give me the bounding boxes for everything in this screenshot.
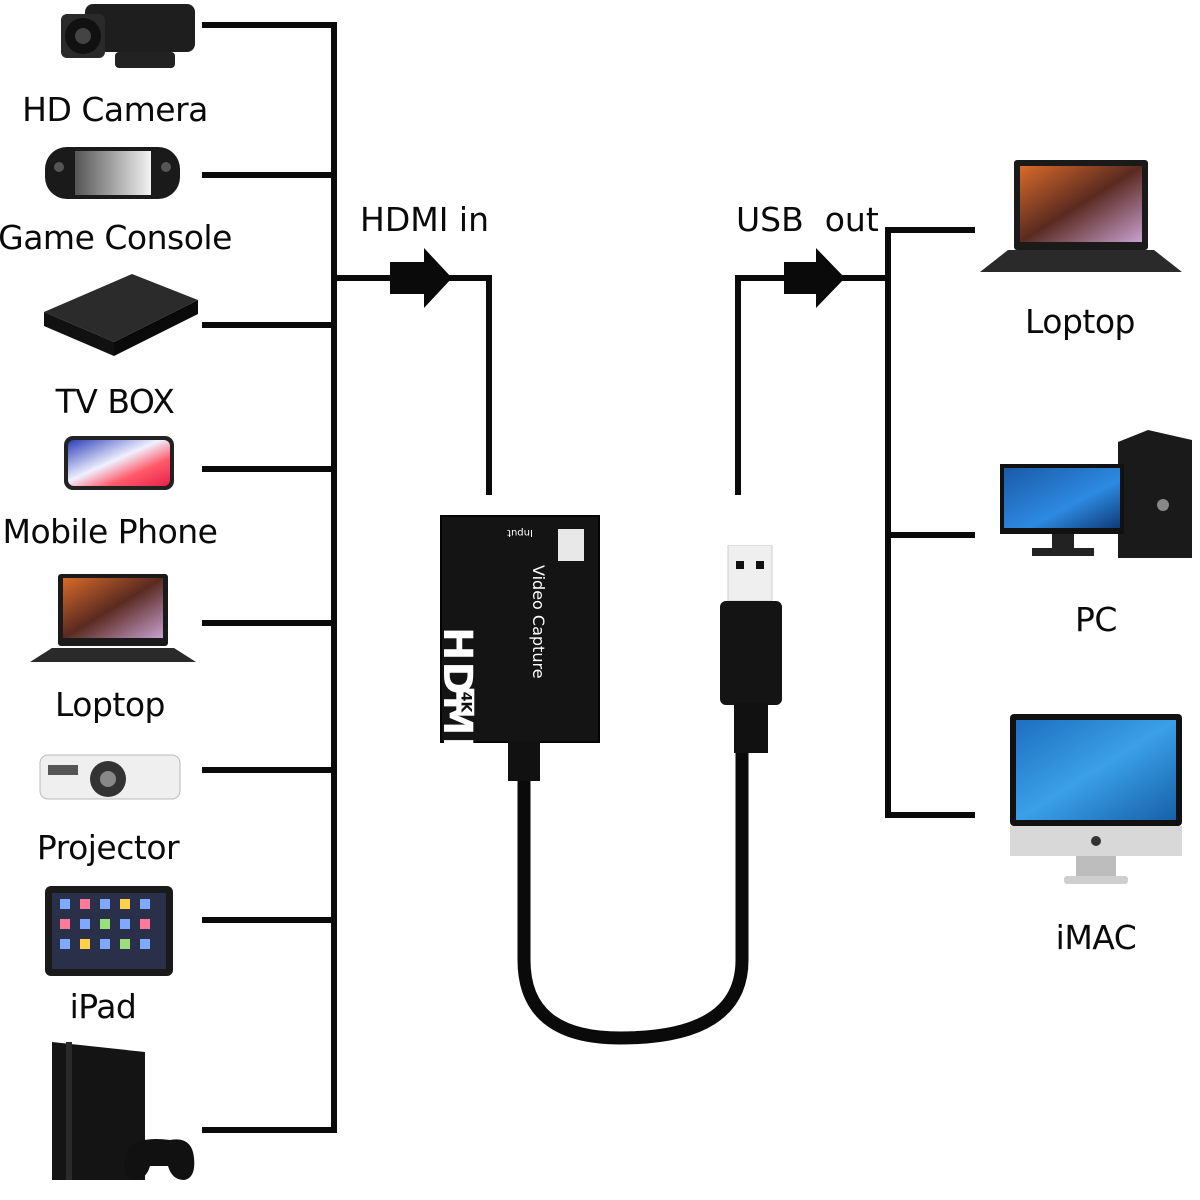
input-label: Loptop <box>54 685 166 724</box>
input-label: Mobile Phone <box>2 512 218 551</box>
laptop-icon <box>978 158 1183 282</box>
hd-camera-icon <box>55 0 195 76</box>
laptop-icon <box>28 572 198 671</box>
hdmi-in-arrow-icon <box>390 248 452 308</box>
projector-icon <box>38 745 183 813</box>
handheld-console-icon <box>45 145 180 205</box>
usb-out-arrow-icon <box>784 248 845 308</box>
input-label: iPad <box>69 987 137 1026</box>
mobile-phone-icon <box>63 435 175 495</box>
tablet-icon <box>44 885 174 981</box>
4k-badge: 4K <box>456 688 475 716</box>
game-console-controller-icon <box>50 1040 200 1189</box>
hdmi-video-capture-device: Input HDMI Video Capture 4K <box>434 515 600 752</box>
video-capture-text: Video Capture <box>529 565 548 679</box>
input-label: TV BOX <box>55 382 175 421</box>
usb-a-plug-icon <box>718 544 784 759</box>
hdmi-port-icon <box>558 529 584 561</box>
output-label: iMAC <box>1055 918 1137 957</box>
output-label: PC <box>1075 600 1117 639</box>
desktop-pc-icon <box>998 430 1194 564</box>
output-label: Loptop <box>1024 302 1136 341</box>
port-label: Input <box>507 527 533 538</box>
tv-box-icon <box>42 272 200 362</box>
imac-icon <box>1008 712 1184 892</box>
usb-out-label: USB out <box>736 200 879 239</box>
input-label: Game Console <box>0 218 232 257</box>
hdmi-in-label: HDMI in <box>360 200 490 239</box>
input-label: HD Camera <box>22 90 208 129</box>
cable-strain-relief <box>508 741 540 781</box>
input-label: Projector <box>36 828 180 867</box>
